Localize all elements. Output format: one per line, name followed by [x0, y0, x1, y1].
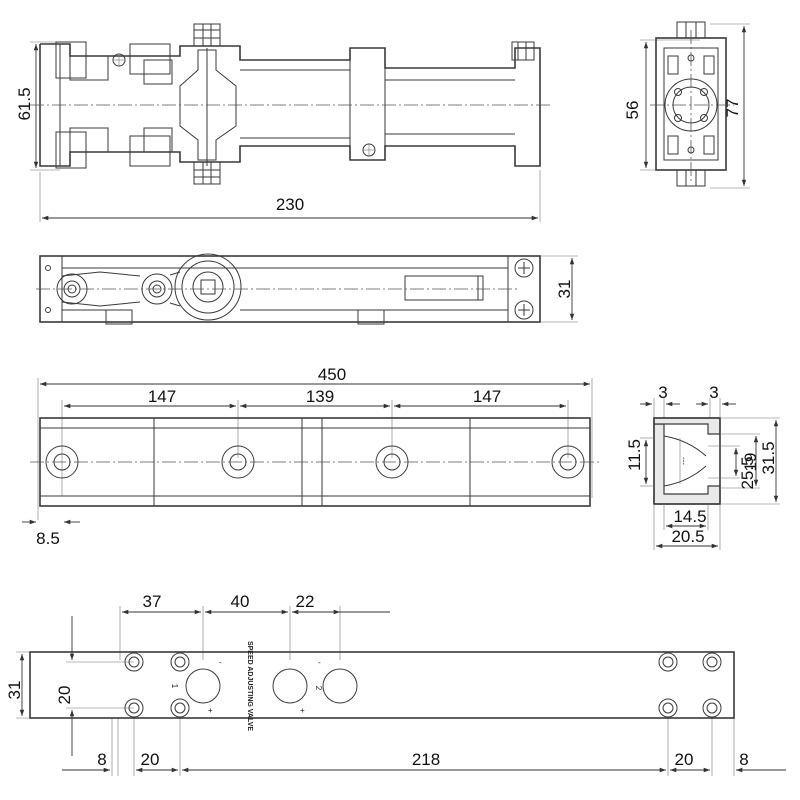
dim-56: 56	[623, 101, 642, 120]
dim-11-5: 11.5	[625, 439, 644, 471]
section-view: 3 3 --- 11.5 19 25.5 31.5	[625, 383, 780, 550]
valve-label: SPEED ADJUSTING VALVE	[246, 641, 253, 731]
valve-minus-right: -	[318, 658, 321, 667]
dim-22: 22	[296, 592, 315, 611]
dim-139: 139	[306, 387, 334, 406]
dim-25-5: 25.5	[738, 456, 757, 489]
dim-8-5: 8.5	[36, 529, 60, 548]
dim-147-left: 147	[148, 387, 176, 406]
valve-minus-left: -	[219, 658, 222, 667]
mounting-holes-right	[658, 652, 722, 718]
plate-view: 450 147 139 147 8.5	[22, 365, 600, 548]
dim-8-right: 8	[739, 750, 748, 769]
dim-31-5: 31.5	[759, 441, 778, 474]
dim-218: 218	[412, 750, 440, 769]
end-view: 56 77	[623, 21, 750, 189]
dim-14-5: 14.5	[673, 507, 706, 526]
dim-230: 230	[276, 195, 304, 214]
dim-20-left: 20	[141, 750, 160, 769]
bottom-view: 37 40 22 31 20 8 20 218 20 8	[5, 592, 786, 776]
valve-number-left: 1	[170, 684, 179, 689]
dim-77: 77	[723, 99, 742, 118]
dim-147-right: 147	[473, 387, 501, 406]
mounting-holes-left	[124, 652, 190, 718]
dim-40: 40	[231, 592, 250, 611]
valve-number-right: 2	[314, 686, 323, 691]
top-view: 61.5 230	[15, 23, 550, 222]
valve-plus-right: +	[300, 706, 305, 715]
speed-valves: + - - + 1 2 SPEED ADJUSTING VALVE	[170, 641, 358, 731]
dim-3-left: 3	[658, 383, 667, 402]
dim-20-right: 20	[675, 750, 694, 769]
valve-plus-left: +	[208, 706, 213, 715]
side-view: 31	[36, 253, 578, 325]
dim-31-bottom: 31	[5, 681, 24, 700]
svg-text:---: ---	[679, 457, 688, 465]
dim-20-vertical: 20	[55, 686, 74, 705]
dim-61-5: 61.5	[15, 87, 34, 120]
dim-37: 37	[143, 592, 162, 611]
dim-20-5: 20.5	[671, 527, 704, 546]
dim-31-side: 31	[555, 280, 574, 299]
dim-8-left: 8	[97, 750, 106, 769]
dim-450: 450	[318, 365, 346, 384]
dim-3-right: 3	[709, 383, 718, 402]
